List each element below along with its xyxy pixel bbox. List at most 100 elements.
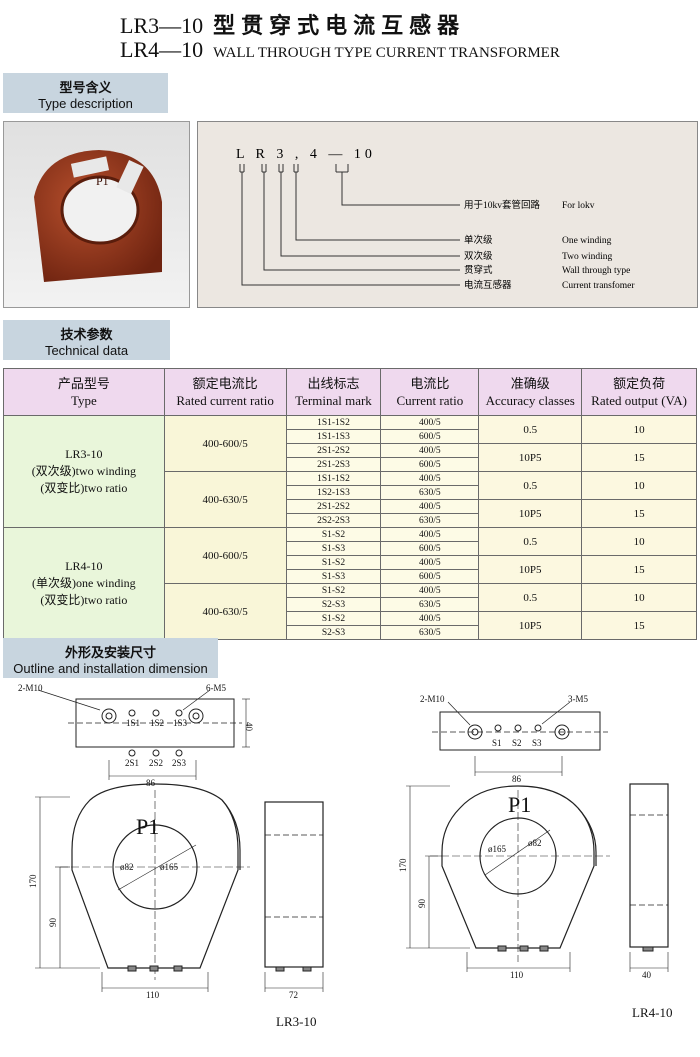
lr3-term-top-2: 1S2 [150,718,164,728]
lr3-dim-base-width: 110 [146,990,160,1000]
code-row-en-1: One winding [562,236,612,246]
terminal-mark-cell: S1-S3 [285,569,382,584]
rated-output-cell: 15 [581,499,697,528]
section-label-type-description: 型号含义 Type description [3,73,168,113]
title-code-lr3: LR3—10 [120,13,204,38]
terminal-mark-cell: S1-S2 [285,555,382,570]
current-ratio-cell: 600/5 [380,429,480,444]
lr3-dim-side-width: 72 [289,990,298,1000]
terminal-mark-cell: 1S1-1S2 [285,415,382,430]
current-ratio-cell: 400/5 [380,415,480,430]
current-ratio-cell: 400/5 [380,555,480,570]
lr3-dim-total-height: 170 [28,874,38,888]
lr4-mount-holes-label: 2-M10 [420,694,445,704]
current-ratio-cell: 630/5 [380,597,480,612]
accuracy-class-cell: 10P5 [478,555,583,584]
rated-ratio-cell: 400-630/5 [163,471,287,528]
lr4-term-1: S1 [492,738,502,748]
lr4-dim-total-height: 170 [398,858,408,872]
terminal-mark-cell: 2S1-2S2 [285,443,382,458]
current-ratio-cell: 600/5 [380,541,480,556]
section-label-outline: 外形及安装尺寸 Outline and installation dimensi… [3,638,218,678]
current-ratio-cell: 400/5 [380,499,480,514]
terminal-mark-cell: S2-S3 [285,597,382,612]
type-code-diagram: L R 3 , 4 — 10 用于10kv套管回路 For lokv 单次级 O… [236,147,635,291]
accuracy-class-cell: 0.5 [478,527,583,556]
type-line: LR4-10 [65,559,103,573]
section-label-technical-data: 技术参数 Technical data [3,320,170,360]
current-ratio-cell: 600/5 [380,457,480,472]
terminal-mark-cell: S1-S2 [285,611,382,626]
title-chinese: 型贯穿式电流互感器 [213,13,466,39]
terminal-mark-cell: 2S2-2S3 [285,513,382,528]
type-line: LR3-10 [65,447,103,461]
lr3-dim-top-height: 40 [244,722,254,732]
svg-text:P1: P1 [96,174,109,188]
lr4-dim-base-width: 110 [510,970,524,980]
accuracy-class-cell: 10P5 [478,443,583,472]
type-cell: LR3-10 (双次级)two winding (双变比)two ratio [3,415,165,528]
code-row-cn-4: 电流互感器 [464,279,512,291]
rated-output-cell: 15 [581,611,697,640]
rated-output-cell: 10 [581,415,697,444]
lr3-caption: LR3-10 [276,1014,316,1029]
lr4-dia-outer: ø165 [488,844,507,854]
terminal-mark-cell: 1S1-1S2 [285,471,382,486]
lr4-dia-inner: ø82 [528,838,542,848]
lr4-term-2: S2 [512,738,522,748]
lr3-mount-holes-label: 2-M10 [18,683,43,693]
terminal-mark-cell: S1-S2 [285,583,382,598]
lr4-dim-center-height: 90 [417,899,427,909]
lr3-term-top-3: 1S3 [173,718,188,728]
current-ratio-cell: 400/5 [380,583,480,598]
lr4-dim-side-width: 40 [642,970,652,980]
title-code-lr4: LR4—10 [120,37,204,62]
rated-ratio-cell: 400-600/5 [163,415,287,472]
title-english: WALL THROUGH TYPE CURRENT TRANSFORMER [213,45,560,61]
terminal-mark-cell: 2S1-2S3 [285,457,382,472]
type-line: (单次级)one winding [32,576,136,590]
product-photo: P1 [3,121,190,308]
current-ratio-cell: 630/5 [380,485,480,500]
type-line: (双次级)two winding [31,464,137,478]
terminal-mark-cell: S2-S3 [285,625,382,640]
type-cell: LR4-10(单次级)one winding(双变比)two ratio [3,527,165,640]
current-ratio-cell: 400/5 [380,443,480,458]
current-ratio-cell: 600/5 [380,569,480,584]
rated-output-cell: 10 [581,471,697,500]
code-row-cn-3: 贯穿式 [464,264,493,276]
terminal-mark-cell: 1S2-1S3 [285,485,382,500]
lr4-term-3: S3 [532,738,542,748]
lr4-screws-label: 3-M5 [568,694,588,704]
lr3-term-bottom-1: 2S1 [125,758,139,768]
terminal-mark-cell: 2S1-2S2 [285,499,382,514]
type-code-string: L R 3 , 4 — 10 [236,147,376,162]
rated-ratio-cell: 400-630/5 [163,583,287,640]
terminal-mark-cell: S1-S3 [285,541,382,556]
page-title: LR3—10 型贯穿式电流互感器 LR4—10 WALL THROUGH TYPE … [120,14,680,63]
rated-output-cell: 15 [581,555,697,584]
code-row-cn-1: 单次级 [464,234,493,246]
rated-output-cell: 10 [581,527,697,556]
current-ratio-cell: 400/5 [380,527,480,542]
code-row-cn-2: 双次级 [464,250,493,262]
type-code-panel: L R 3 , 4 — 10 用于10kv套管回路 For lokv 单次级 O… [197,121,698,308]
accuracy-class-cell: 0.5 [478,471,583,500]
code-row-en-4: Current transfomer [562,280,635,291]
type-line: (双变比)two ratio [40,481,128,495]
lr3-dia-inner: ø82 [120,862,134,872]
lr4-outline-drawing: 2-M10 3-M5 S1 S2 S3 86 P1 ø165 ø82 170 9… [398,694,672,1020]
